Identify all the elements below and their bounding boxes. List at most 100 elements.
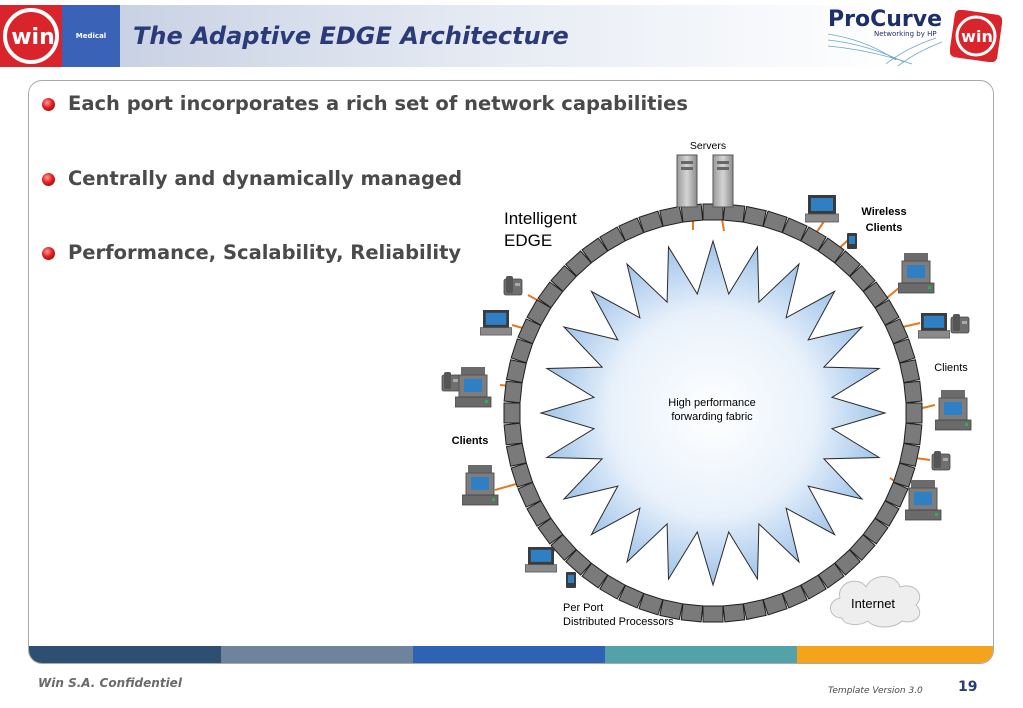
bullet-item: Centrally and dynamically managed — [40, 167, 462, 190]
bar-segment-5 — [797, 646, 993, 663]
port-block — [849, 534, 876, 561]
bullet-item: Performance, Scalability, Reliability — [40, 241, 461, 264]
desktop-pc-icon — [462, 465, 499, 506]
forwarding-fabric — [539, 239, 887, 587]
port-block — [517, 318, 542, 345]
port-block — [884, 318, 909, 345]
port-block — [817, 237, 845, 264]
bullet-text: Centrally and dynamically managed — [68, 167, 463, 190]
footer-confidential: Win S.A. Confidentiel — [38, 676, 182, 690]
port-block — [599, 574, 626, 600]
port-block — [537, 281, 564, 309]
procurve-logo: ProCurve Networking by HP — [827, 7, 943, 66]
header: win Medical The Adaptive EDGE Architectu… — [0, 0, 1023, 78]
win-logo-right: win — [950, 10, 1002, 62]
port-block — [702, 605, 724, 623]
port-block — [742, 205, 767, 227]
medical-label: Medical — [75, 32, 107, 40]
port-block — [505, 442, 527, 467]
fabric-label: High performance — [668, 397, 755, 409]
laptop-icon — [480, 310, 512, 336]
internet-cloud: Internet — [830, 576, 921, 628]
port-block — [903, 380, 923, 404]
port-block — [817, 562, 845, 589]
wireless-clients-label-2: Clients — [866, 222, 903, 234]
port-block — [638, 210, 664, 234]
port-block — [550, 534, 577, 561]
desktop-pc-icon — [905, 480, 942, 521]
port-block — [503, 422, 523, 446]
servers-label: Servers — [690, 140, 726, 152]
fabric-label-2: forwarding fabric — [671, 411, 753, 423]
port-block — [862, 517, 889, 545]
per-port-label: Per Port — [563, 602, 603, 614]
port-block — [517, 481, 542, 508]
port-block — [884, 481, 909, 508]
port-block — [781, 584, 808, 609]
port-block — [550, 265, 577, 292]
port-block — [892, 338, 916, 364]
bar-segment-2 — [221, 646, 413, 663]
clients-right-label: Clients — [934, 362, 968, 374]
bullet-item: Each port incorporates a rich set of net… — [40, 92, 688, 115]
bullet-icon — [42, 247, 55, 260]
desktop-pc-icon — [935, 390, 972, 431]
footer-template-version: Template Version 3.0 — [828, 686, 923, 696]
laptop-icon — [918, 313, 950, 339]
port-block — [581, 562, 609, 589]
port-block — [849, 265, 876, 292]
port-block — [537, 517, 564, 545]
intelligent-edge-label: Intelligent — [504, 209, 577, 228]
port-block — [899, 359, 921, 384]
port-block — [581, 237, 609, 264]
procurve-brand: ProCurve — [828, 7, 942, 32]
port-block — [503, 380, 523, 404]
port-block — [618, 584, 645, 609]
desktop-pc-icon — [455, 367, 492, 408]
bar-segment-3 — [413, 646, 605, 663]
port-block — [874, 500, 900, 527]
port-block — [762, 210, 788, 234]
edge-architecture-diagram: Internet Servers Intelligent EDGE Wirele… — [441, 140, 972, 628]
port-block — [510, 338, 534, 364]
port-block — [899, 442, 921, 467]
bullet-icon — [42, 173, 55, 186]
port-block — [903, 422, 923, 446]
port-block — [905, 402, 923, 424]
desktop-pc-icon — [898, 253, 935, 294]
port-block — [781, 217, 808, 242]
port-block — [503, 402, 521, 424]
laptop-icon — [525, 547, 557, 573]
port-block — [722, 203, 746, 223]
port-block — [526, 299, 552, 326]
bullet-icon — [42, 98, 55, 111]
port-block — [638, 592, 664, 616]
laptop-icon — [805, 195, 839, 223]
port-block — [834, 250, 861, 277]
server-towers — [676, 154, 734, 208]
internet-label: Internet — [851, 596, 895, 611]
phone-icon — [950, 313, 970, 334]
page-title: The Adaptive EDGE Architecture — [133, 22, 569, 50]
content-frame — [28, 80, 994, 664]
port-block — [659, 599, 684, 621]
win-logo: win — [0, 5, 62, 67]
port-block — [862, 281, 889, 309]
port-block — [892, 462, 916, 488]
pda-icon — [847, 233, 857, 249]
intelligent-edge-label-2: EDGE — [504, 231, 552, 250]
bar-segment-1 — [29, 646, 221, 663]
medical-box: Medical — [62, 5, 120, 67]
per-port-label-2: Distributed Processors — [563, 616, 674, 628]
port-block — [762, 592, 788, 616]
phone-icon — [503, 275, 523, 296]
port-block — [722, 603, 746, 623]
win-logo-right-text: win — [961, 27, 993, 46]
page-number: 19 — [958, 679, 978, 695]
port-block — [800, 574, 827, 600]
port-block — [565, 250, 592, 277]
port-block — [505, 359, 527, 384]
port-block — [565, 549, 592, 576]
port-block — [510, 462, 534, 488]
bullet-text: Performance, Scalability, Reliability — [68, 241, 462, 264]
